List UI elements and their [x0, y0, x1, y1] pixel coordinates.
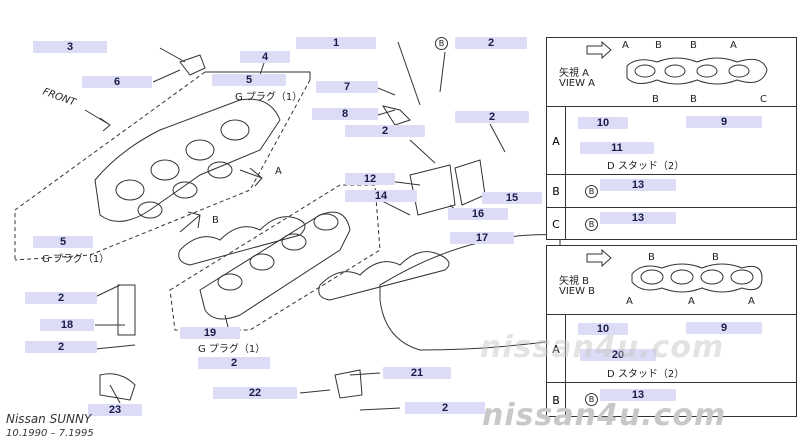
gasket-a-tag-7: C — [760, 94, 767, 105]
gasket-b-drawing — [586, 248, 763, 293]
table-row-b: B B — [547, 174, 796, 208]
footer-dates: 10.1990 – 7.1995 — [6, 428, 94, 439]
gasket-a-drawing — [586, 40, 768, 85]
g-plug-mid-label: G プラグ（1） — [198, 344, 266, 355]
row-b2-circle: B — [585, 393, 601, 406]
row-c-letter: C — [547, 208, 566, 240]
callout-2-left1[interactable]: 2 — [25, 292, 97, 304]
watermark-bottom: nissan4u.com — [482, 398, 727, 433]
view-b-label-2: VIEW B — [559, 286, 596, 297]
row-b-letter: B — [547, 175, 566, 208]
row-a2-letter: A — [547, 315, 566, 383]
row-b-circle: B — [585, 185, 601, 198]
gasket-a-tag-3: B — [690, 40, 697, 51]
view-a-panel: 矢視 A VIEW A — [547, 38, 796, 106]
table-callout-11[interactable]: 11 — [580, 142, 654, 154]
circle-b-label: B — [435, 37, 451, 50]
callout-2-left2[interactable]: 2 — [25, 341, 97, 353]
view-b-label-1: 矢視 B — [559, 276, 590, 287]
callout-22[interactable]: 22 — [213, 387, 297, 399]
gasket-b-tag-1: B — [648, 252, 655, 263]
callout-17[interactable]: 17 — [450, 232, 514, 244]
callout-2-right[interactable]: 2 — [455, 111, 529, 123]
callout-8[interactable]: 8 — [312, 108, 378, 120]
gasket-b-tag-3: A — [626, 296, 633, 307]
table-callout-9a[interactable]: 9 — [686, 116, 762, 128]
gasket-a-tag-4: A — [730, 40, 737, 51]
callout-3[interactable]: 3 — [33, 41, 107, 53]
table-row-c: C B — [547, 207, 796, 240]
view-b-panel: 矢視 B VIEW B — [547, 246, 796, 314]
callout-19[interactable]: 19 — [180, 327, 240, 339]
callout-5-left[interactable]: 5 — [33, 236, 93, 248]
table-callout-13a[interactable]: 13 — [600, 179, 676, 191]
stud-b-label: D スタッド（2） — [607, 369, 685, 380]
callout-16[interactable]: 16 — [448, 208, 508, 220]
callout-23[interactable]: 23 — [88, 404, 142, 416]
arrow-b-label: B — [212, 215, 219, 226]
arrow-a-label: A — [275, 166, 282, 177]
table-callout-20[interactable]: 20 — [580, 349, 656, 361]
table-callout-13c[interactable]: 13 — [600, 389, 676, 401]
gasket-b-tag-4: A — [688, 296, 695, 307]
callout-4[interactable]: 4 — [240, 51, 290, 63]
row-c-circle: B — [585, 218, 601, 231]
table-row-b2: B B — [547, 382, 796, 417]
callout-2-bottom2[interactable]: 2 — [405, 402, 485, 414]
callout-1[interactable]: 1 — [296, 37, 376, 49]
table-callout-13b[interactable]: 13 — [600, 212, 676, 224]
callout-7[interactable]: 7 — [316, 81, 378, 93]
g-plug-left-label: G プラグ（1） — [42, 254, 110, 265]
view-a-label-1: 矢視 A — [559, 68, 590, 79]
gasket-a-tag-1: A — [622, 40, 629, 51]
gasket-a-tag-6: B — [690, 94, 697, 105]
callout-18[interactable]: 18 — [40, 319, 94, 331]
callout-2-mid[interactable]: 2 — [345, 125, 425, 137]
table-row-a: A D スタッド（2） — [547, 106, 796, 175]
table-row-a2: A D スタッド（2） — [547, 314, 796, 383]
table-callout-10a[interactable]: 10 — [578, 117, 628, 129]
watermark-mid: nissan4u.com — [480, 330, 725, 365]
gasket-a-tag-5: B — [652, 94, 659, 105]
callout-21[interactable]: 21 — [383, 367, 451, 379]
callout-6[interactable]: 6 — [82, 76, 152, 88]
callout-15[interactable]: 15 — [482, 192, 542, 204]
callout-2-bottom1[interactable]: 2 — [198, 357, 270, 369]
callout-2-top[interactable]: 2 — [455, 37, 527, 49]
view-a-label-2: VIEW A — [559, 78, 596, 89]
callout-5-top[interactable]: 5 — [212, 74, 286, 86]
row-a-letter: A — [547, 107, 566, 175]
stud-a-label: D スタッド（2） — [607, 161, 685, 172]
view-a-table: 矢視 A VIEW A A D スタッド（2） B B C B — [546, 37, 797, 240]
table-callout-10b[interactable]: 10 — [578, 323, 628, 335]
callout-14[interactable]: 14 — [345, 190, 417, 202]
gasket-b-tag-5: A — [748, 296, 755, 307]
g-plug-top-label: G プラグ（1） — [235, 92, 303, 103]
footer-brand: Nissan SUNNY — [6, 412, 92, 426]
table-callout-9b[interactable]: 9 — [686, 322, 762, 334]
gasket-a-tag-2: B — [655, 40, 662, 51]
row-b2-letter: B — [547, 383, 566, 417]
callout-12[interactable]: 12 — [345, 173, 395, 185]
gasket-b-tag-2: B — [712, 252, 719, 263]
